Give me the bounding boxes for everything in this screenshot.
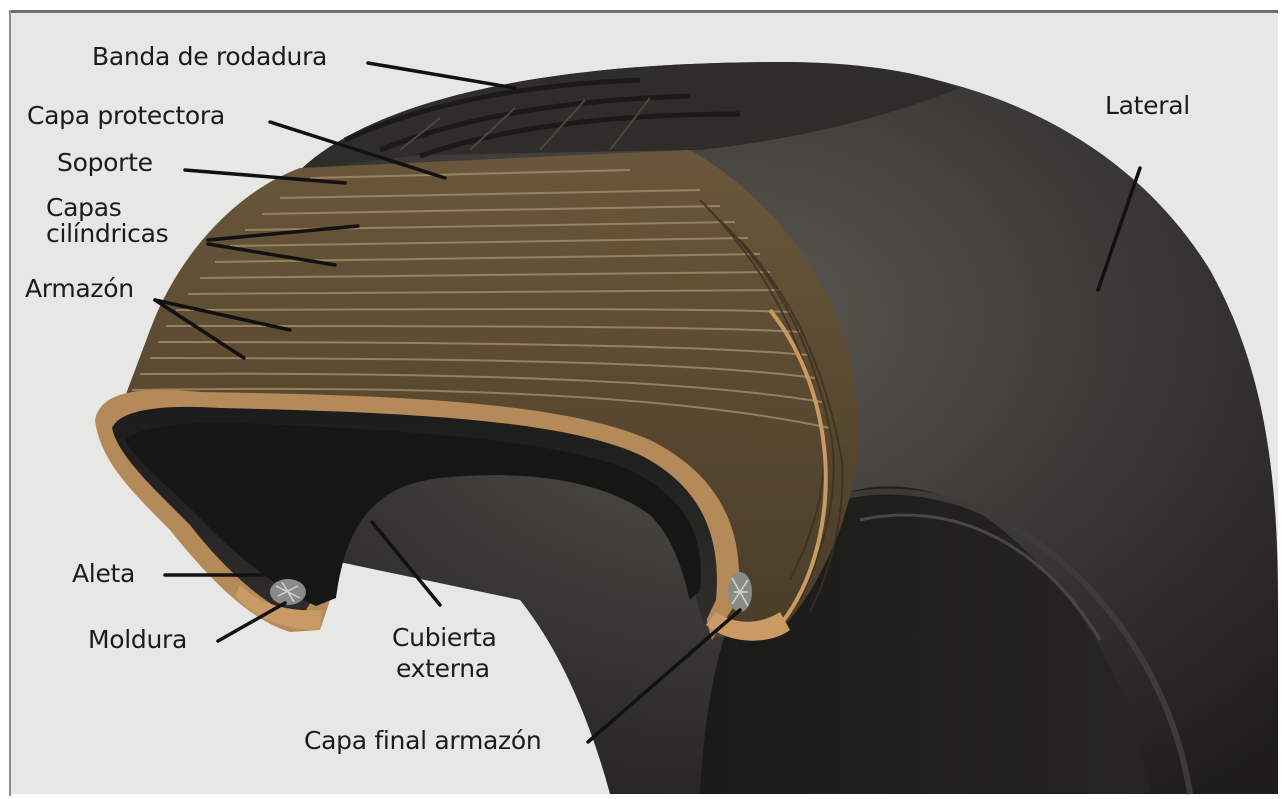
label-capas-line2: cilíndricas xyxy=(46,221,168,247)
leader-banda xyxy=(368,63,515,88)
label-banda-de-rodadura: Banda de rodadura xyxy=(92,44,327,70)
label-capas-line1: Capas xyxy=(46,195,168,221)
label-cubierta-line1: Cubierta xyxy=(392,625,497,651)
label-lateral: Lateral xyxy=(1105,93,1190,119)
label-cubierta-externa: Cubierta externa xyxy=(392,625,497,682)
label-capa-final-armazon: Capa final armazón xyxy=(304,728,541,754)
label-capa-protectora: Capa protectora xyxy=(27,103,225,129)
label-cubierta-line2: externa xyxy=(392,656,497,682)
label-aleta: Aleta xyxy=(72,561,135,587)
label-moldura: Moldura xyxy=(88,627,187,653)
label-soporte: Soporte xyxy=(57,150,153,176)
label-capas-cilindricas: Capas cilíndricas xyxy=(46,195,168,247)
label-armazon: Armazón xyxy=(25,276,134,302)
